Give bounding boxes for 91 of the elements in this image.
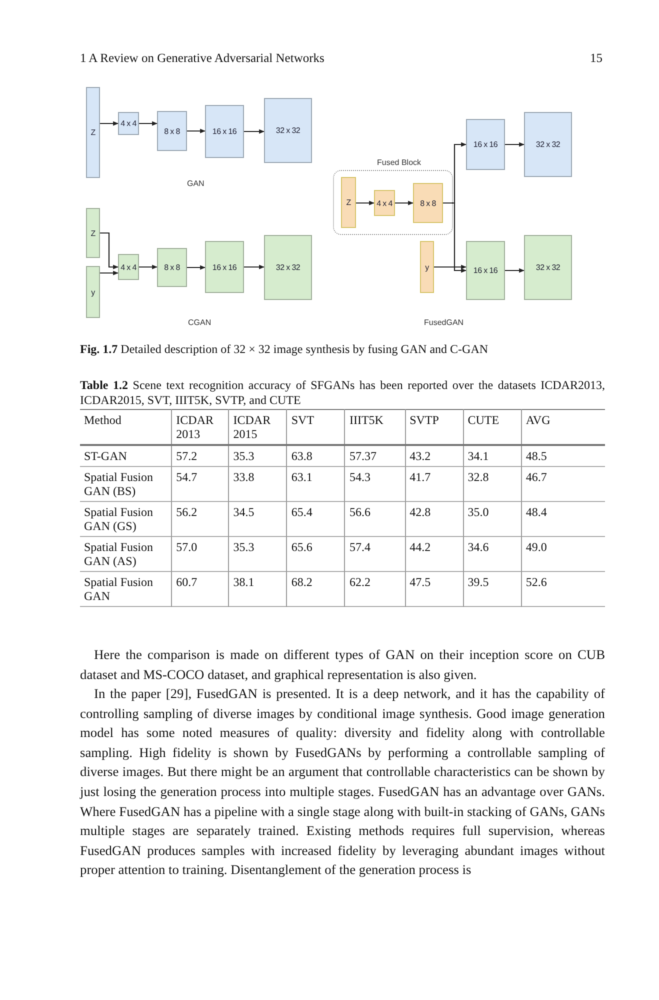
feature-block: 4 x 4 <box>118 254 139 280</box>
feature-block: 4 x 4 <box>374 190 395 216</box>
table-cell: 46.7 <box>521 466 605 502</box>
feature-block: 32 x 32 <box>264 235 312 300</box>
arrow <box>100 270 119 276</box>
input-vector: Z <box>86 87 100 178</box>
table-cell: 41.7 <box>405 466 464 502</box>
table-cell: 39.5 <box>463 572 522 606</box>
feature-block: 8 x 8 <box>157 111 187 151</box>
arrow <box>187 128 206 134</box>
table-cell: 49.0 <box>521 536 605 572</box>
table-cell: 38.1 <box>228 572 287 606</box>
arrow <box>356 200 375 206</box>
table-cell: 57.37 <box>344 445 406 466</box>
table-cell: ST-GAN <box>80 445 172 466</box>
table-cell: 56.6 <box>344 502 406 536</box>
group-title: Fused Block <box>377 158 422 167</box>
table-cell: 52.6 <box>521 572 605 606</box>
table-caption: Table 1.2 Scene text recognition accuracy of SFGANs has been reported over the datasets ICDAR2013, ICDAR2015, SVT, IIIT5K, SVTP, and CUTE <box>80 378 605 408</box>
paragraph: In the paper [29], FusedGAN is presented. It is a deep network, and it has the capability of controlling sampling of diverse images by conditional image synthesis. Good image generation model has some noted measures of quality: diversity and fidelity along with controllable sampling. High fidelity is shown by FusedGANs by performing a controllable sampling of diverse images. But there might be an argument that controllable characteristics can be shown by just losing the generation process into multiple stages. FusedGAN has an advantage over GANs. Where FusedGAN has a pipeline with a single stage along with built-in stacking of GANs, GANs multiple stages are separately trained. Existing methods requires full supervision, whereas FusedGAN produces samples with increased fidelity by leveraging abundant images without proper attention to training. Disentanglement of the generation process is <box>80 685 605 880</box>
table-cell: 43.2 <box>405 445 464 466</box>
table-cell: 60.7 <box>172 572 229 606</box>
feature-block: 16 x 16 <box>466 119 505 170</box>
diagram-label: GAN <box>187 179 204 188</box>
table-cell: 34.5 <box>228 502 287 536</box>
arrow <box>139 264 158 270</box>
table-cell: 54.7 <box>172 466 229 502</box>
feature-block: 32 x 32 <box>264 98 312 163</box>
column-header: CUTE <box>463 410 522 445</box>
arrow <box>100 232 119 270</box>
table-cell: 63.8 <box>286 445 345 466</box>
column-header: Method <box>80 410 172 445</box>
diagram-label: FusedGAN <box>424 318 464 327</box>
arrow <box>139 121 158 126</box>
column-header: SVTP <box>405 410 464 445</box>
arrow <box>395 200 414 206</box>
table-cell: 33.8 <box>228 466 287 502</box>
table-cell: 57.2 <box>172 445 229 466</box>
table-cell: 35.3 <box>228 536 287 572</box>
arrow <box>505 268 525 273</box>
column-header: AVG <box>521 410 605 445</box>
table-cell: 68.2 <box>286 572 345 606</box>
arrow <box>100 121 119 126</box>
table-cell: 42.8 <box>405 502 464 536</box>
table-cell: 44.2 <box>405 536 464 572</box>
feature-block: 16 x 16 <box>466 241 505 300</box>
diagram-label: CGAN <box>188 318 212 327</box>
table-cell: 34.6 <box>463 536 522 572</box>
table-cell: 48.4 <box>521 502 605 536</box>
arrow <box>505 142 525 147</box>
arrow <box>434 264 467 270</box>
arrow <box>244 264 265 270</box>
running-head: 1 A Review on Generative Adversarial Networks <box>80 51 324 66</box>
table-cell: 32.8 <box>463 466 522 502</box>
feature-block: 32 x 32 <box>524 235 572 300</box>
table-cell: 65.6 <box>286 536 345 572</box>
table-cell: Spatial Fusion GAN (AS) <box>80 536 172 572</box>
feature-block: 16 x 16 <box>205 105 244 158</box>
column-header: ICDAR 2013 <box>172 410 229 445</box>
table-cell: 57.0 <box>172 536 229 572</box>
paragraph: Here the comparison is made on different types of GAN on their inception score on CUB dataset and MS-COCO dataset, and graphical representation is also given. <box>80 646 605 684</box>
arrow <box>187 265 206 270</box>
feature-block: 4 x 4 <box>118 112 139 135</box>
table-cell: 47.5 <box>405 572 464 606</box>
table-cell: 48.5 <box>521 445 605 466</box>
column-header: ICDAR 2015 <box>228 410 287 445</box>
feature-block: 8 x 8 <box>157 248 187 287</box>
page-number: 15 <box>590 51 602 66</box>
table-cell: 56.2 <box>172 502 229 536</box>
figure-caption: Fig. 1.7 Detailed description of 32 × 32 image synthesis by fusing GAN and C-GAN <box>80 342 488 357</box>
input-vector: y <box>86 266 100 318</box>
feature-block: 16 x 16 <box>205 241 244 293</box>
table-cell: Spatial Fusion GAN (GS) <box>80 502 172 536</box>
input-vector: Z <box>341 177 356 228</box>
table-cell: 35.3 <box>228 445 287 466</box>
arrow <box>244 129 265 134</box>
table-cell: 65.4 <box>286 502 345 536</box>
table-cell: Spatial Fusion GAN (BS) <box>80 466 172 502</box>
input-vector: Z <box>86 208 100 258</box>
table-cell: 34.1 <box>463 445 522 466</box>
table-cell: 57.4 <box>344 536 406 572</box>
column-header: SVT <box>286 410 345 445</box>
table-cell: 62.2 <box>344 572 406 606</box>
feature-block: 32 x 32 <box>524 112 572 177</box>
table-cell: 35.0 <box>463 502 522 536</box>
table-cell: Spatial Fusion GAN <box>80 572 172 606</box>
column-header: IIIT5K <box>344 410 406 445</box>
table-cell: 63.1 <box>286 466 345 502</box>
input-vector: y <box>420 241 434 293</box>
feature-block: 8 x 8 <box>413 183 443 223</box>
table-cell: 54.3 <box>344 466 406 502</box>
